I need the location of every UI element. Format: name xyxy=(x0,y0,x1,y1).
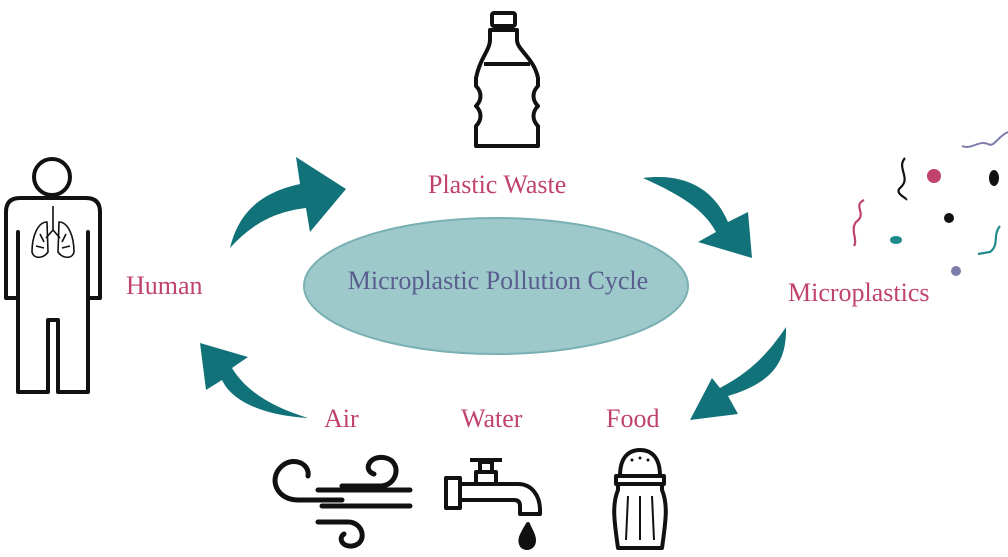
salt-shaker-icon xyxy=(612,448,668,550)
label-human: Human xyxy=(126,271,203,300)
arrow-human-to-plastic xyxy=(230,157,346,248)
plastic-bottle-icon xyxy=(474,11,540,148)
arrow-air-to-human xyxy=(200,343,308,418)
faucet-drop-icon xyxy=(444,458,542,550)
label-plastic-waste: Plastic Waste xyxy=(428,170,567,199)
microplastic-particles-icon xyxy=(852,131,1008,276)
center-ellipse xyxy=(303,217,689,355)
label-food: Food xyxy=(606,404,660,433)
label-water: Water xyxy=(461,404,523,433)
human-lungs-icon xyxy=(4,157,102,394)
arrow-microplastics-to-food xyxy=(690,327,787,420)
label-microplastics: Microplastics xyxy=(788,278,930,307)
wind-icon xyxy=(272,454,413,549)
arrow-plastic-to-microplastics xyxy=(643,177,752,258)
label-air: Air xyxy=(324,404,359,433)
center-label: Microplastic Pollution Cycle xyxy=(347,266,649,295)
